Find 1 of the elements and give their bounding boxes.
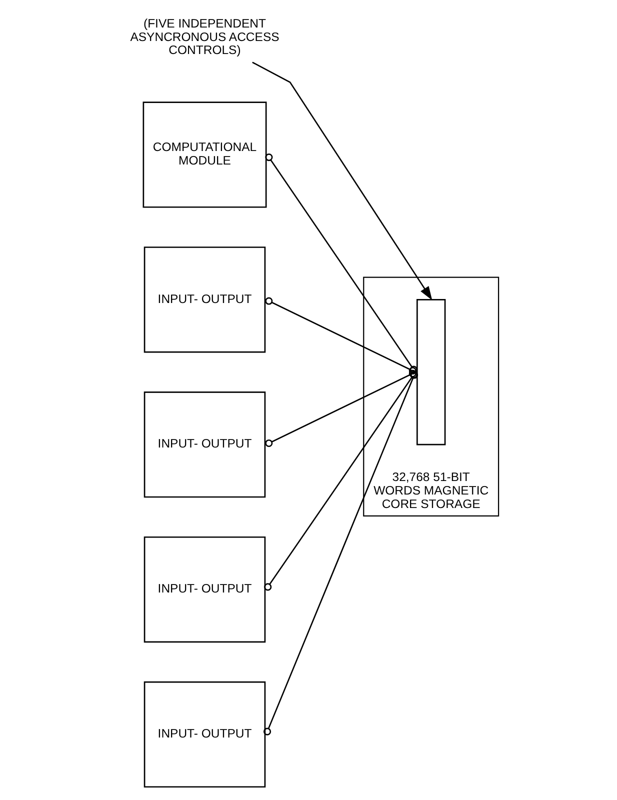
- node-text: (FIVE INDEPENDENT ASYNCRONOUS ACCESS CONTROLS): [130, 16, 279, 58]
